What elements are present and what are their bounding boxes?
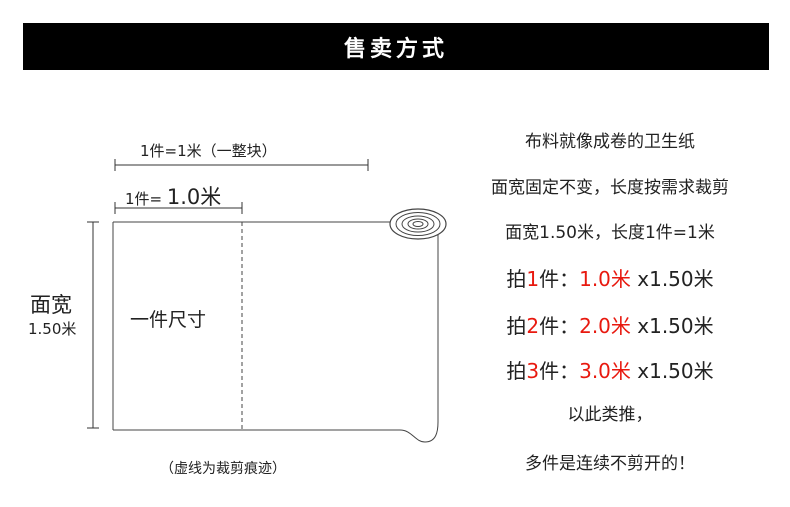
info-line-unit-definition: 面宽1.50米，长度1件=1米 xyxy=(505,223,715,243)
pricing-row-prefix: 拍 xyxy=(506,267,527,291)
pricing-row-prefix: 拍 xyxy=(506,359,527,383)
pricing-row-qty: 3 xyxy=(526,359,540,383)
pricing-row-length: 2.0米 xyxy=(579,314,631,338)
pricing-row-width: x1.50米 xyxy=(637,314,714,338)
dimension-line-piece xyxy=(114,202,243,214)
info-line-continuous-note: 多件是连续不剪开的！ xyxy=(525,454,695,474)
pricing-row-unit: 件： xyxy=(539,314,580,338)
dimension-label-value: 1.0米 xyxy=(166,185,222,209)
pricing-row-3: 拍3件：3.0米 x1.50米 xyxy=(425,355,790,384)
header-banner: 售卖方式 xyxy=(23,23,769,70)
pricing-row-length: 1.0米 xyxy=(579,267,631,291)
info-line-fixed-width: 面宽固定不变，长度按需求裁剪 xyxy=(491,178,729,198)
banner-title: 售卖方式 xyxy=(343,36,448,62)
cut-line-caption: （虚线为裁剪痕迹） xyxy=(160,461,286,477)
pricing-row-width: x1.50米 xyxy=(637,267,714,291)
pricing-row-qty: 1 xyxy=(526,267,540,291)
pricing-row-qty: 2 xyxy=(526,314,540,338)
dimension-label-prefix: 1件= xyxy=(125,190,167,208)
pricing-row-unit: 件： xyxy=(539,267,580,291)
pricing-row-prefix: 拍 xyxy=(506,314,527,338)
width-label: 面宽 xyxy=(30,293,72,317)
info-line-and-so-on: 以此类推， xyxy=(567,405,653,425)
pricing-row-unit: 件： xyxy=(539,359,580,383)
pricing-row-length: 3.0米 xyxy=(579,359,631,383)
pricing-row-width: x1.50米 xyxy=(637,359,714,383)
pricing-row-2: 拍2件：2.0米 x1.50米 xyxy=(425,310,790,339)
dimension-label-piece: 1件= 1.0米 xyxy=(125,181,221,211)
piece-size-label: 一件尺寸 xyxy=(130,309,207,331)
width-value: 1.50米 xyxy=(28,320,77,338)
dimension-line-width xyxy=(87,221,99,429)
pricing-row-1: 拍1件：1.0米 x1.50米 xyxy=(425,263,790,292)
dimension-label-full: 1件=1米（一整块） xyxy=(140,142,277,160)
dimension-line-full xyxy=(114,159,369,171)
fabric-roll-end xyxy=(389,208,447,240)
info-line-roll-analogy: 布料就像成卷的卫生纸 xyxy=(525,132,695,152)
